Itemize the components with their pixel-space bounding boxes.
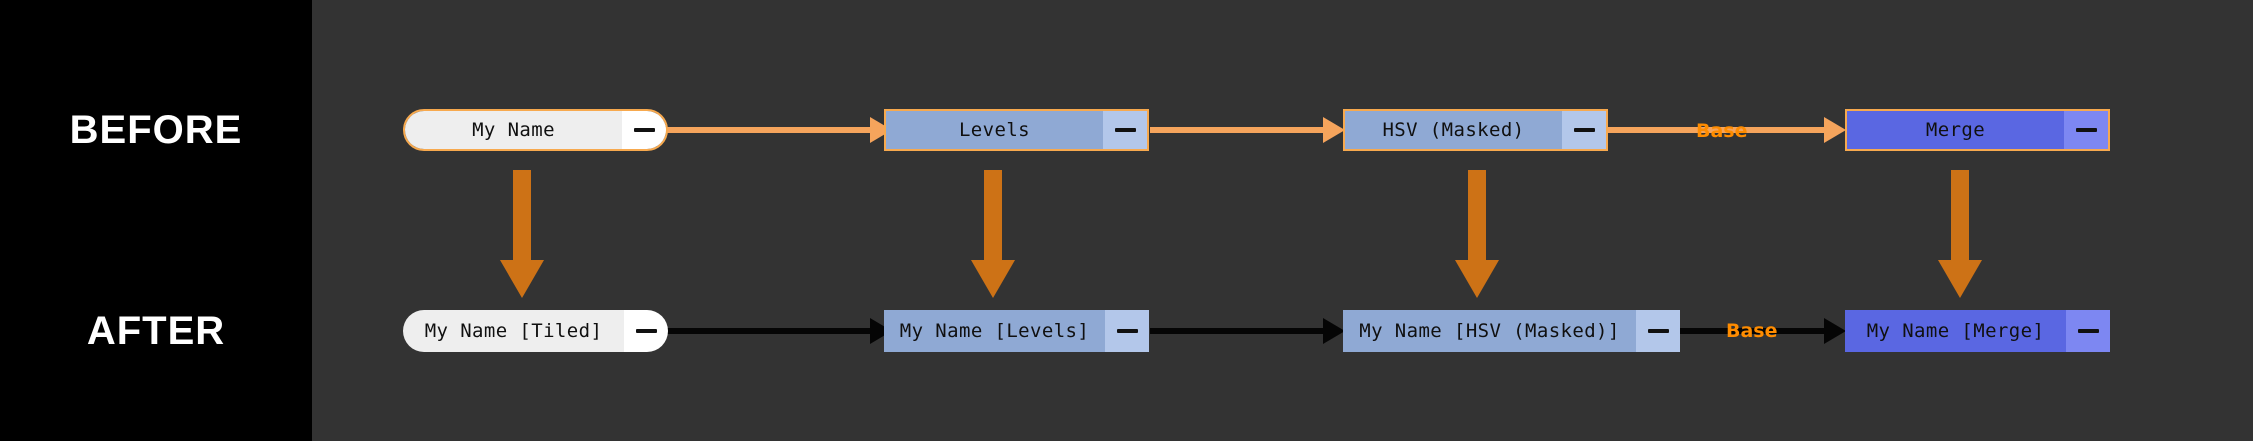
connector-line xyxy=(1678,328,1824,334)
after-node-hsv[interactable]: My Name [HSV (Masked)] xyxy=(1343,310,1680,352)
after-edge-label-base: Base xyxy=(1726,320,1778,342)
arrowhead-icon xyxy=(1323,318,1345,344)
node-body: Merge xyxy=(1847,111,2064,149)
arrowhead-icon xyxy=(1824,318,1846,344)
before-node-hsv[interactable]: HSV (Masked) xyxy=(1343,109,1608,151)
minus-icon xyxy=(1573,128,1595,132)
transform-arrow-levels xyxy=(971,170,1015,298)
minus-icon xyxy=(635,329,657,333)
minus-icon xyxy=(1647,329,1669,333)
node-body: My Name xyxy=(405,111,622,149)
connector-line xyxy=(660,127,870,133)
arrow-shaft xyxy=(1951,170,1969,260)
arrowhead-icon xyxy=(1323,117,1345,143)
collapse-button[interactable] xyxy=(1103,111,1147,149)
arrow-shaft xyxy=(513,170,531,260)
node-body: My Name [Tiled] xyxy=(403,310,624,352)
connector-line xyxy=(1150,328,1323,334)
after-node-levels[interactable]: My Name [Levels] xyxy=(884,310,1149,352)
collapse-button[interactable] xyxy=(624,310,668,352)
before-node-levels[interactable]: Levels xyxy=(884,109,1149,151)
node-title: HSV (Masked) xyxy=(1382,119,1525,141)
arrowhead-icon xyxy=(1824,117,1846,143)
arrowhead-icon xyxy=(1938,260,1982,298)
node-body: My Name [Merge] xyxy=(1845,310,2066,352)
arrow-shaft xyxy=(984,170,1002,260)
minus-icon xyxy=(2077,329,2099,333)
collapse-button[interactable] xyxy=(1105,310,1149,352)
before-edge-label-base: Base xyxy=(1696,120,1748,142)
before-label: BEFORE xyxy=(69,108,243,152)
arrowhead-icon xyxy=(971,260,1015,298)
arrow-shaft xyxy=(1468,170,1486,260)
collapse-button[interactable] xyxy=(2066,310,2110,352)
before-node-source[interactable]: My Name xyxy=(403,109,668,151)
minus-icon xyxy=(2075,128,2097,132)
minus-icon xyxy=(1114,128,1136,132)
collapse-button[interactable] xyxy=(2064,111,2108,149)
node-title: My Name [HSV (Masked)] xyxy=(1359,320,1620,342)
before-node-merge[interactable]: Merge xyxy=(1845,109,2110,151)
label-panel: BEFORE AFTER xyxy=(0,0,312,441)
after-node-source[interactable]: My Name [Tiled] xyxy=(403,310,668,352)
node-title: My Name [Levels] xyxy=(899,320,1090,342)
arrowhead-icon xyxy=(1455,260,1499,298)
transform-arrow-source xyxy=(500,170,544,298)
node-body: My Name [Levels] xyxy=(884,310,1105,352)
node-body: Levels xyxy=(886,111,1103,149)
transform-arrow-merge xyxy=(1938,170,1982,298)
after-node-merge[interactable]: My Name [Merge] xyxy=(1845,310,2110,352)
node-title: My Name xyxy=(472,119,555,141)
connector-line xyxy=(1150,127,1323,133)
node-title: My Name [Merge] xyxy=(1866,320,2045,342)
after-label: AFTER xyxy=(86,309,226,353)
collapse-button[interactable] xyxy=(622,111,666,149)
connector-line xyxy=(1606,127,1824,133)
node-title: My Name [Tiled] xyxy=(424,320,603,342)
arrowhead-icon xyxy=(500,260,544,298)
minus-icon xyxy=(633,128,655,132)
node-title: Levels xyxy=(958,119,1031,141)
node-body: My Name [HSV (Masked)] xyxy=(1343,310,1636,352)
transform-arrow-hsv xyxy=(1455,170,1499,298)
connector-line xyxy=(660,328,870,334)
node-title: Merge xyxy=(1925,119,1986,141)
collapse-button[interactable] xyxy=(1562,111,1606,149)
collapse-button[interactable] xyxy=(1636,310,1680,352)
minus-icon xyxy=(1116,329,1138,333)
node-body: HSV (Masked) xyxy=(1345,111,1562,149)
